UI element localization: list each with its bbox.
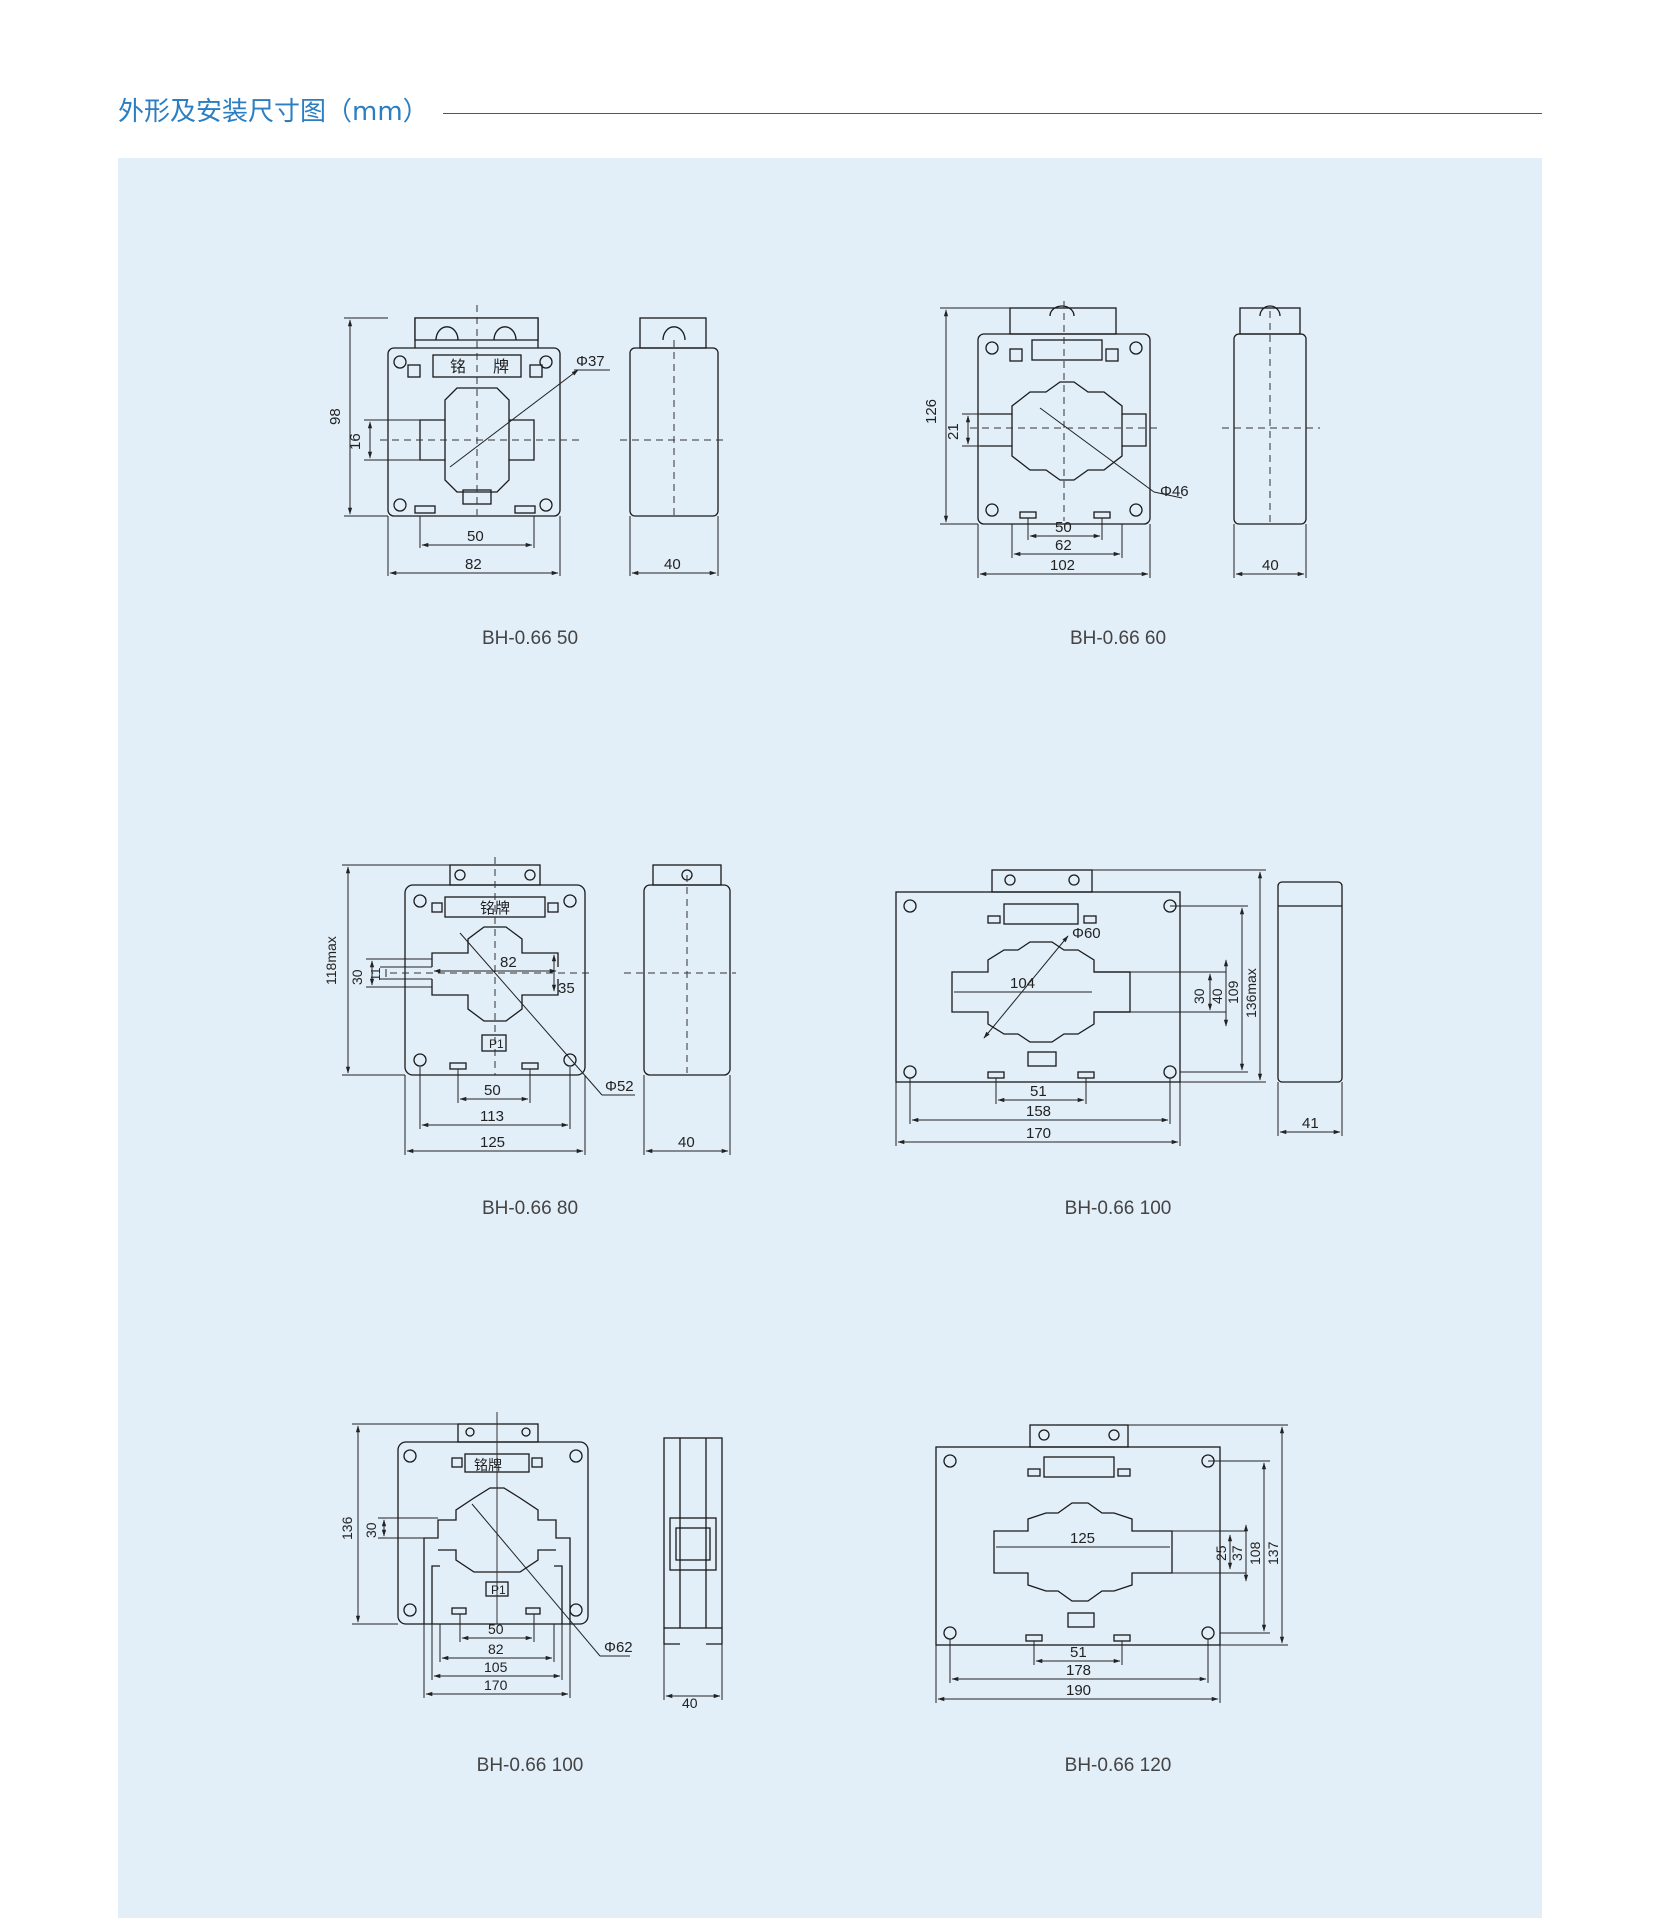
caption-bh-50: BH-0.66 50 bbox=[481, 628, 579, 649]
dim-h2: 11 bbox=[368, 968, 383, 982]
dim-depth: 40 bbox=[664, 556, 681, 573]
dim-inner-w: 82 bbox=[500, 954, 517, 971]
dim-h3: 109 bbox=[1225, 980, 1241, 1004]
dim-depth: 41 bbox=[1302, 1115, 1319, 1132]
caption-bh-60: BH-0.66 60 bbox=[1069, 628, 1167, 649]
nameplate-left: 铭 bbox=[450, 358, 466, 376]
section-header: 外形及安装尺寸图（mm） bbox=[118, 92, 1542, 132]
dim-mount: 51 bbox=[1070, 1644, 1087, 1661]
bore-label: Φ46 bbox=[1160, 483, 1189, 500]
drawing-bh-60: Φ46 126 21 50 62 102 40 bbox=[910, 296, 1350, 596]
dim-width: 102 bbox=[1050, 557, 1075, 574]
drawing-bh-120: 125 25 37 108 137 51 178 190 bbox=[920, 1415, 1340, 1715]
dim-inner-w: 104 bbox=[1010, 975, 1035, 992]
dim-depth: 40 bbox=[678, 1134, 695, 1151]
dim-height: 136 bbox=[339, 1516, 355, 1540]
drawing-bh-100-wide: Φ60 104 30 40 109 136max 51 158 170 41 bbox=[880, 860, 1360, 1160]
dim-m3: 105 bbox=[484, 1659, 508, 1675]
dim-m2: 82 bbox=[488, 1641, 504, 1657]
dim-depth: 40 bbox=[1262, 557, 1279, 574]
bore-label: Φ62 bbox=[604, 1639, 633, 1656]
bore-label: Φ37 bbox=[576, 353, 605, 370]
bore-label: Φ60 bbox=[1072, 925, 1101, 942]
dim-height: 137 bbox=[1265, 1541, 1281, 1565]
drawing-bh-80: 铭牌 P1 Φ52 118max 30 11 82 35 50 113 125 … bbox=[320, 855, 740, 1165]
dim-mount: 51 bbox=[1030, 1083, 1047, 1100]
dim-mid: 62 bbox=[1055, 537, 1072, 554]
dim-h2: 40 bbox=[1209, 988, 1225, 1004]
dim-inner-w: 125 bbox=[1070, 1530, 1095, 1547]
dim-height: 98 bbox=[327, 408, 344, 425]
dim-window-h: 16 bbox=[347, 433, 364, 450]
dim-width: 170 bbox=[1026, 1125, 1051, 1142]
dim-height: 126 bbox=[923, 399, 940, 424]
dim-window-w: 50 bbox=[467, 528, 484, 545]
dim-mount: 50 bbox=[484, 1082, 501, 1099]
p1-label: P1 bbox=[491, 1583, 506, 1597]
section-title: 外形及安装尺寸图（mm） bbox=[118, 97, 429, 127]
dim-height: 118max bbox=[323, 936, 339, 985]
dim-mid: 178 bbox=[1066, 1662, 1091, 1679]
dim-depth: 40 bbox=[682, 1695, 698, 1711]
dim-h1: 30 bbox=[1191, 988, 1207, 1004]
dim-mid: 113 bbox=[480, 1108, 504, 1125]
dim-mount: 50 bbox=[488, 1621, 504, 1637]
drawing-panel bbox=[118, 158, 1542, 1918]
dim-height: 136max bbox=[1243, 968, 1259, 1018]
dim-width: 82 bbox=[465, 556, 482, 573]
dim-width: 190 bbox=[1066, 1682, 1091, 1699]
dim-window-w: 50 bbox=[1055, 519, 1072, 536]
dim-width: 170 bbox=[484, 1677, 508, 1693]
caption-bh-80: BH-0.66 80 bbox=[481, 1198, 579, 1219]
dim-h1: 30 bbox=[363, 1522, 379, 1538]
header-rule bbox=[443, 113, 1542, 114]
dim-h1: 30 bbox=[349, 969, 365, 985]
nameplate-text: 铭牌 bbox=[480, 900, 510, 917]
drawing-bh-100-tall: 铭牌 P1 Φ62 136 30 50 82 105 170 40 bbox=[330, 1410, 750, 1720]
dim-h2: 37 bbox=[1229, 1545, 1245, 1561]
caption-bh-100-tall: BH-0.66 100 bbox=[476, 1755, 584, 1776]
caption-bh-100-wide: BH-0.66 100 bbox=[1064, 1198, 1172, 1219]
p1-label: P1 bbox=[489, 1037, 504, 1051]
caption-bh-120: BH-0.66 120 bbox=[1064, 1755, 1172, 1776]
dim-h1: 25 bbox=[1213, 1545, 1229, 1561]
nameplate-text: 铭牌 bbox=[474, 1457, 502, 1473]
bore-label: Φ52 bbox=[605, 1078, 634, 1095]
dim-h3: 108 bbox=[1247, 1541, 1263, 1565]
dim-mid: 158 bbox=[1026, 1103, 1051, 1120]
dim-window-h: 21 bbox=[945, 423, 962, 440]
dim-inner-h: 35 bbox=[558, 980, 575, 997]
dim-width: 125 bbox=[480, 1134, 505, 1151]
drawing-bh-50: 铭 牌 Φ37 98 16 50 82 40 bbox=[320, 300, 740, 600]
nameplate-right: 牌 bbox=[493, 358, 509, 376]
